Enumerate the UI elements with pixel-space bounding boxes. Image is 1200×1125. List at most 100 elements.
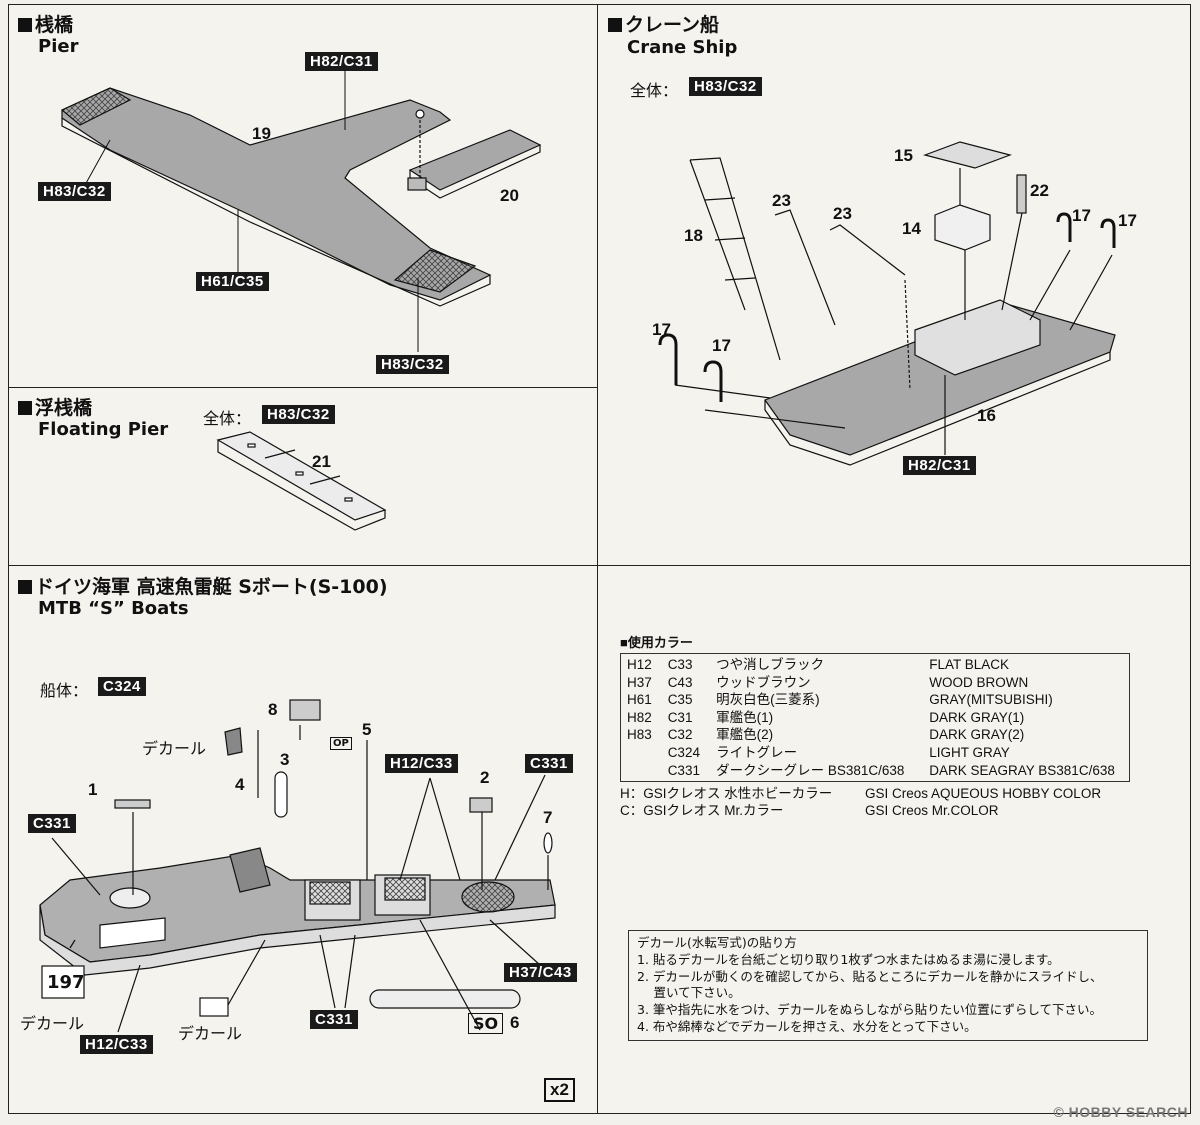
crane-part-17-a: 17 [1072,206,1091,225]
crane-part-17-b: 17 [1118,211,1137,230]
color-c-code: C31 [667,709,693,725]
color-name-jp: 明灰白色(三菱系) [716,692,820,708]
color-name-en: FLAT BLACK [929,657,1010,672]
color-h-code: H82 [627,709,652,725]
color-row: C331 ダークシーグレー BS381C/638 DARK SEAGRAY BS38… [627,762,1123,780]
color-name-jp: ライトグレー [716,744,798,760]
color-name-en: DARK GRAY(2) [929,727,1025,743]
color-name-en: GRAY(MITSUBISHI) [929,692,1053,708]
floating-pier-drawing [216,431,387,531]
color-c-code: C331 [667,762,700,778]
s-boat-title-jp: ドイツ海軍 高速魚雷艇 Sボート(S-100) [18,572,388,599]
s-boat-part-4: 4 [235,775,245,794]
decal-step: 置いて下さい。 [637,985,741,1001]
crane-part-22: 22 [1030,181,1049,200]
crane-part-23-a: 23 [772,191,791,210]
color-row: H83 C32 軍艦色(2) DARK GRAY(2) [627,726,1123,744]
s-boat-op-label: OP [330,737,352,750]
color-guide-heading: ■使用カラー [620,635,693,650]
colors-decal-panel [597,565,1191,1114]
s-boat-tag-c331-right: C331 [525,754,573,773]
quantity-badge: x2 [544,1078,575,1102]
title-square-icon [608,18,622,32]
color-h-code: H61 [627,692,652,708]
color-row: H37 C43 ウッドブラウン WOOD BROWN [627,674,1123,692]
color-h-code: H37 [627,674,652,690]
crane-part-14: 14 [902,219,921,238]
color-name-en: WOOD BROWN [929,674,1029,690]
color-h-code: H83 [627,727,652,743]
s-boat-hull-number-decal: 197 [47,972,85,993]
floating-pier-title-en: Floating Pier [38,419,169,440]
floating-pier-overall-tag: H83/C32 [262,405,335,424]
s-boat-title-en: MTB “S” Boats [38,598,189,619]
color-c-code: C43 [667,674,693,690]
crane-ship-hull-tag: H82/C31 [903,456,976,475]
s-boat-tag-h12-top: H12/C33 [385,754,458,773]
s-boat-tag-h12-bottom: H12/C33 [80,1035,153,1054]
decal-step: 2. デカールが動くのを確認してから、貼るところにデカールを静かにスライドし、 [637,968,1103,984]
legend-h-jp: H：GSIクレオス 水性ホビーカラー [620,786,833,802]
watermark: © HOBBY SEARCH [1053,1104,1188,1120]
s-boat-tag-c331-left: C331 [28,814,76,833]
s-boat-part-7: 7 [543,808,553,827]
color-name-jp: つや消しブラック [716,657,825,672]
floating-pier-part-21: 21 [312,452,331,471]
s-boat-tag-c331-bottom: C331 [310,1010,358,1029]
legend-c-en: GSI Creos Mr.COLOR [865,803,999,819]
color-name-jp: ダークシーグレー BS381C/638 [716,762,905,778]
pier-title-en: Pier [38,36,79,57]
color-name-jp: ウッドブラウン [716,674,811,690]
color-h-code [627,744,668,762]
decal-step: 1. 貼るデカールを台紙ごと切り取り1枚ずつ水またはぬるま湯に浸します。 [637,951,1060,967]
color-name-jp: 軍艦色(1) [716,709,774,725]
color-name-en: LIGHT GRAY [929,744,1010,760]
pier-tag-h82: H82/C31 [305,52,378,71]
crane-ship-panel [597,4,1191,566]
pier-part-20: 20 [500,186,519,205]
floating-pier-overall-label: 全体： [203,409,252,428]
color-c-code: C33 [667,657,693,672]
color-c-code: C32 [667,727,693,743]
title-square-icon [18,401,32,415]
s-boat-part-8: 8 [268,700,278,719]
crane-part-23-b: 23 [833,204,852,223]
crane-ship-title-jp: クレーン船 [608,10,719,37]
pier-tag-h83-left: H83/C32 [38,182,111,201]
s-boat-part-2: 2 [480,768,490,787]
floating-pier-title-jp: 浮桟橋 [18,393,92,420]
crane-ship-overall-label: 全体： [630,81,679,100]
color-name-en: DARK GRAY(1) [929,709,1025,725]
crane-part-16: 16 [977,406,996,425]
crane-ship-overall-tag: H83/C32 [689,77,762,96]
pier-drawing [60,70,542,352]
color-row: H82 C31 軍艦色(1) DARK GRAY(1) [627,709,1123,727]
crane-part-18: 18 [684,226,703,245]
color-name-jp: 軍艦色(2) [716,727,774,743]
title-square-icon [18,18,32,32]
crane-part-17-d: 17 [712,336,731,355]
color-name-en: DARK SEAGRAY BS381C/638 [929,762,1115,778]
color-h-code [627,762,668,780]
legend-h-en: GSI Creos AQUEOUS HOBBY COLOR [865,786,1102,802]
crane-part-15: 15 [894,146,913,165]
s-boat-part-1: 1 [88,780,98,799]
s-boat-hull-tag: C324 [98,677,146,696]
s-boat-tag-h37: H37/C43 [504,963,577,982]
s-boat-decal-label-3: デカール [178,1024,243,1043]
s-boat-part-5: 5 [362,720,372,739]
legend-c-jp: C：GSIクレオス Mr.カラー [620,803,784,819]
s-boat-torpedo-decal: SO [468,1013,504,1034]
pier-tag-h61: H61/C35 [196,272,269,291]
s-boat-decal-label-1: デカール [142,739,207,758]
legend-hobby-color: H：GSIクレオス 水性ホビーカラー GSI Creos AQUEOUS HOBB… [620,786,1130,802]
crane-ship-drawing [658,141,1116,466]
decal-step: 4. 布や綿棒などでデカールを押さえ、水分をとって下さい。 [637,1018,977,1034]
pier-part-19: 19 [252,124,271,143]
title-square-icon [18,580,32,594]
